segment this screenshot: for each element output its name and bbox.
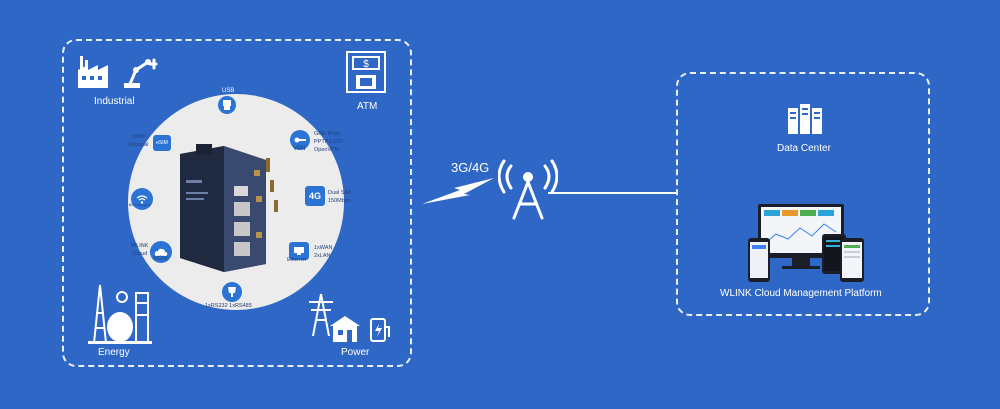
vpn-line2: PPTP L2TP [314,139,343,145]
vpn-key-icon [290,130,310,150]
ethernet-icon [289,242,309,260]
deployment-scenarios-panel [62,39,412,367]
wifi-badge: 802.11b/g/n [129,202,150,207]
data-center-label: Data Center [777,143,831,154]
cell-tower-icon [498,159,558,220]
svg-text:$: $ [363,59,369,70]
serial-label: 1xRS232 1xRS485 [205,303,252,309]
power-tower-icon [309,293,333,336]
power-label: Power [341,347,370,358]
energy-label: Energy [98,347,130,358]
ethernet-badge: Ethernet [287,257,306,263]
network-link-line [548,192,676,194]
cloud-panel [676,72,930,316]
platform-label: WLINK Cloud Management Platform [720,288,882,299]
lte-badge-text: 4G [308,191,321,201]
esim-chip-icon: eSIM [153,135,171,151]
vpn-badge: VPN [293,146,306,152]
usb-icon [218,96,236,114]
esim-line2: Optional [128,142,149,148]
m2m-line2: Cloud [133,251,148,257]
atm-icon: $ [346,51,386,93]
ev-charger-icon [370,318,390,342]
esim-line1: eSIM [132,134,145,140]
vpn-line3: OpenVPN [314,147,339,153]
esim-chip-text: eSIM [156,140,168,146]
m2m-badge: M2M [154,256,168,262]
vpn-line1: GRE IPsec [314,131,342,137]
router-device [180,144,278,272]
cloud-icon [150,241,172,263]
house-icon [330,316,360,342]
factory-icon [78,56,108,88]
lightning-icon [422,178,494,204]
lte-line1: Dual SIM [328,190,351,196]
atm-label: ATM [357,101,378,112]
usb-label: USB [222,88,235,94]
m2m-line1: WLINK [131,243,149,249]
industrial-label: Industrial [94,96,135,107]
robot-arm-icon [124,58,158,88]
serial-port-icon [222,282,242,302]
server-icon [788,104,822,134]
devices-illustration [748,204,864,282]
lte-line2: 150Mbps [328,198,351,204]
lte-badge-icon: 4G [305,186,325,206]
oil-rig-icon [88,284,152,344]
eth-line1: 1xWAN [314,245,333,251]
eth-line2: 2xLAN [314,253,331,259]
link-label: 3G/4G [451,160,490,175]
wifi-icon [131,188,153,210]
